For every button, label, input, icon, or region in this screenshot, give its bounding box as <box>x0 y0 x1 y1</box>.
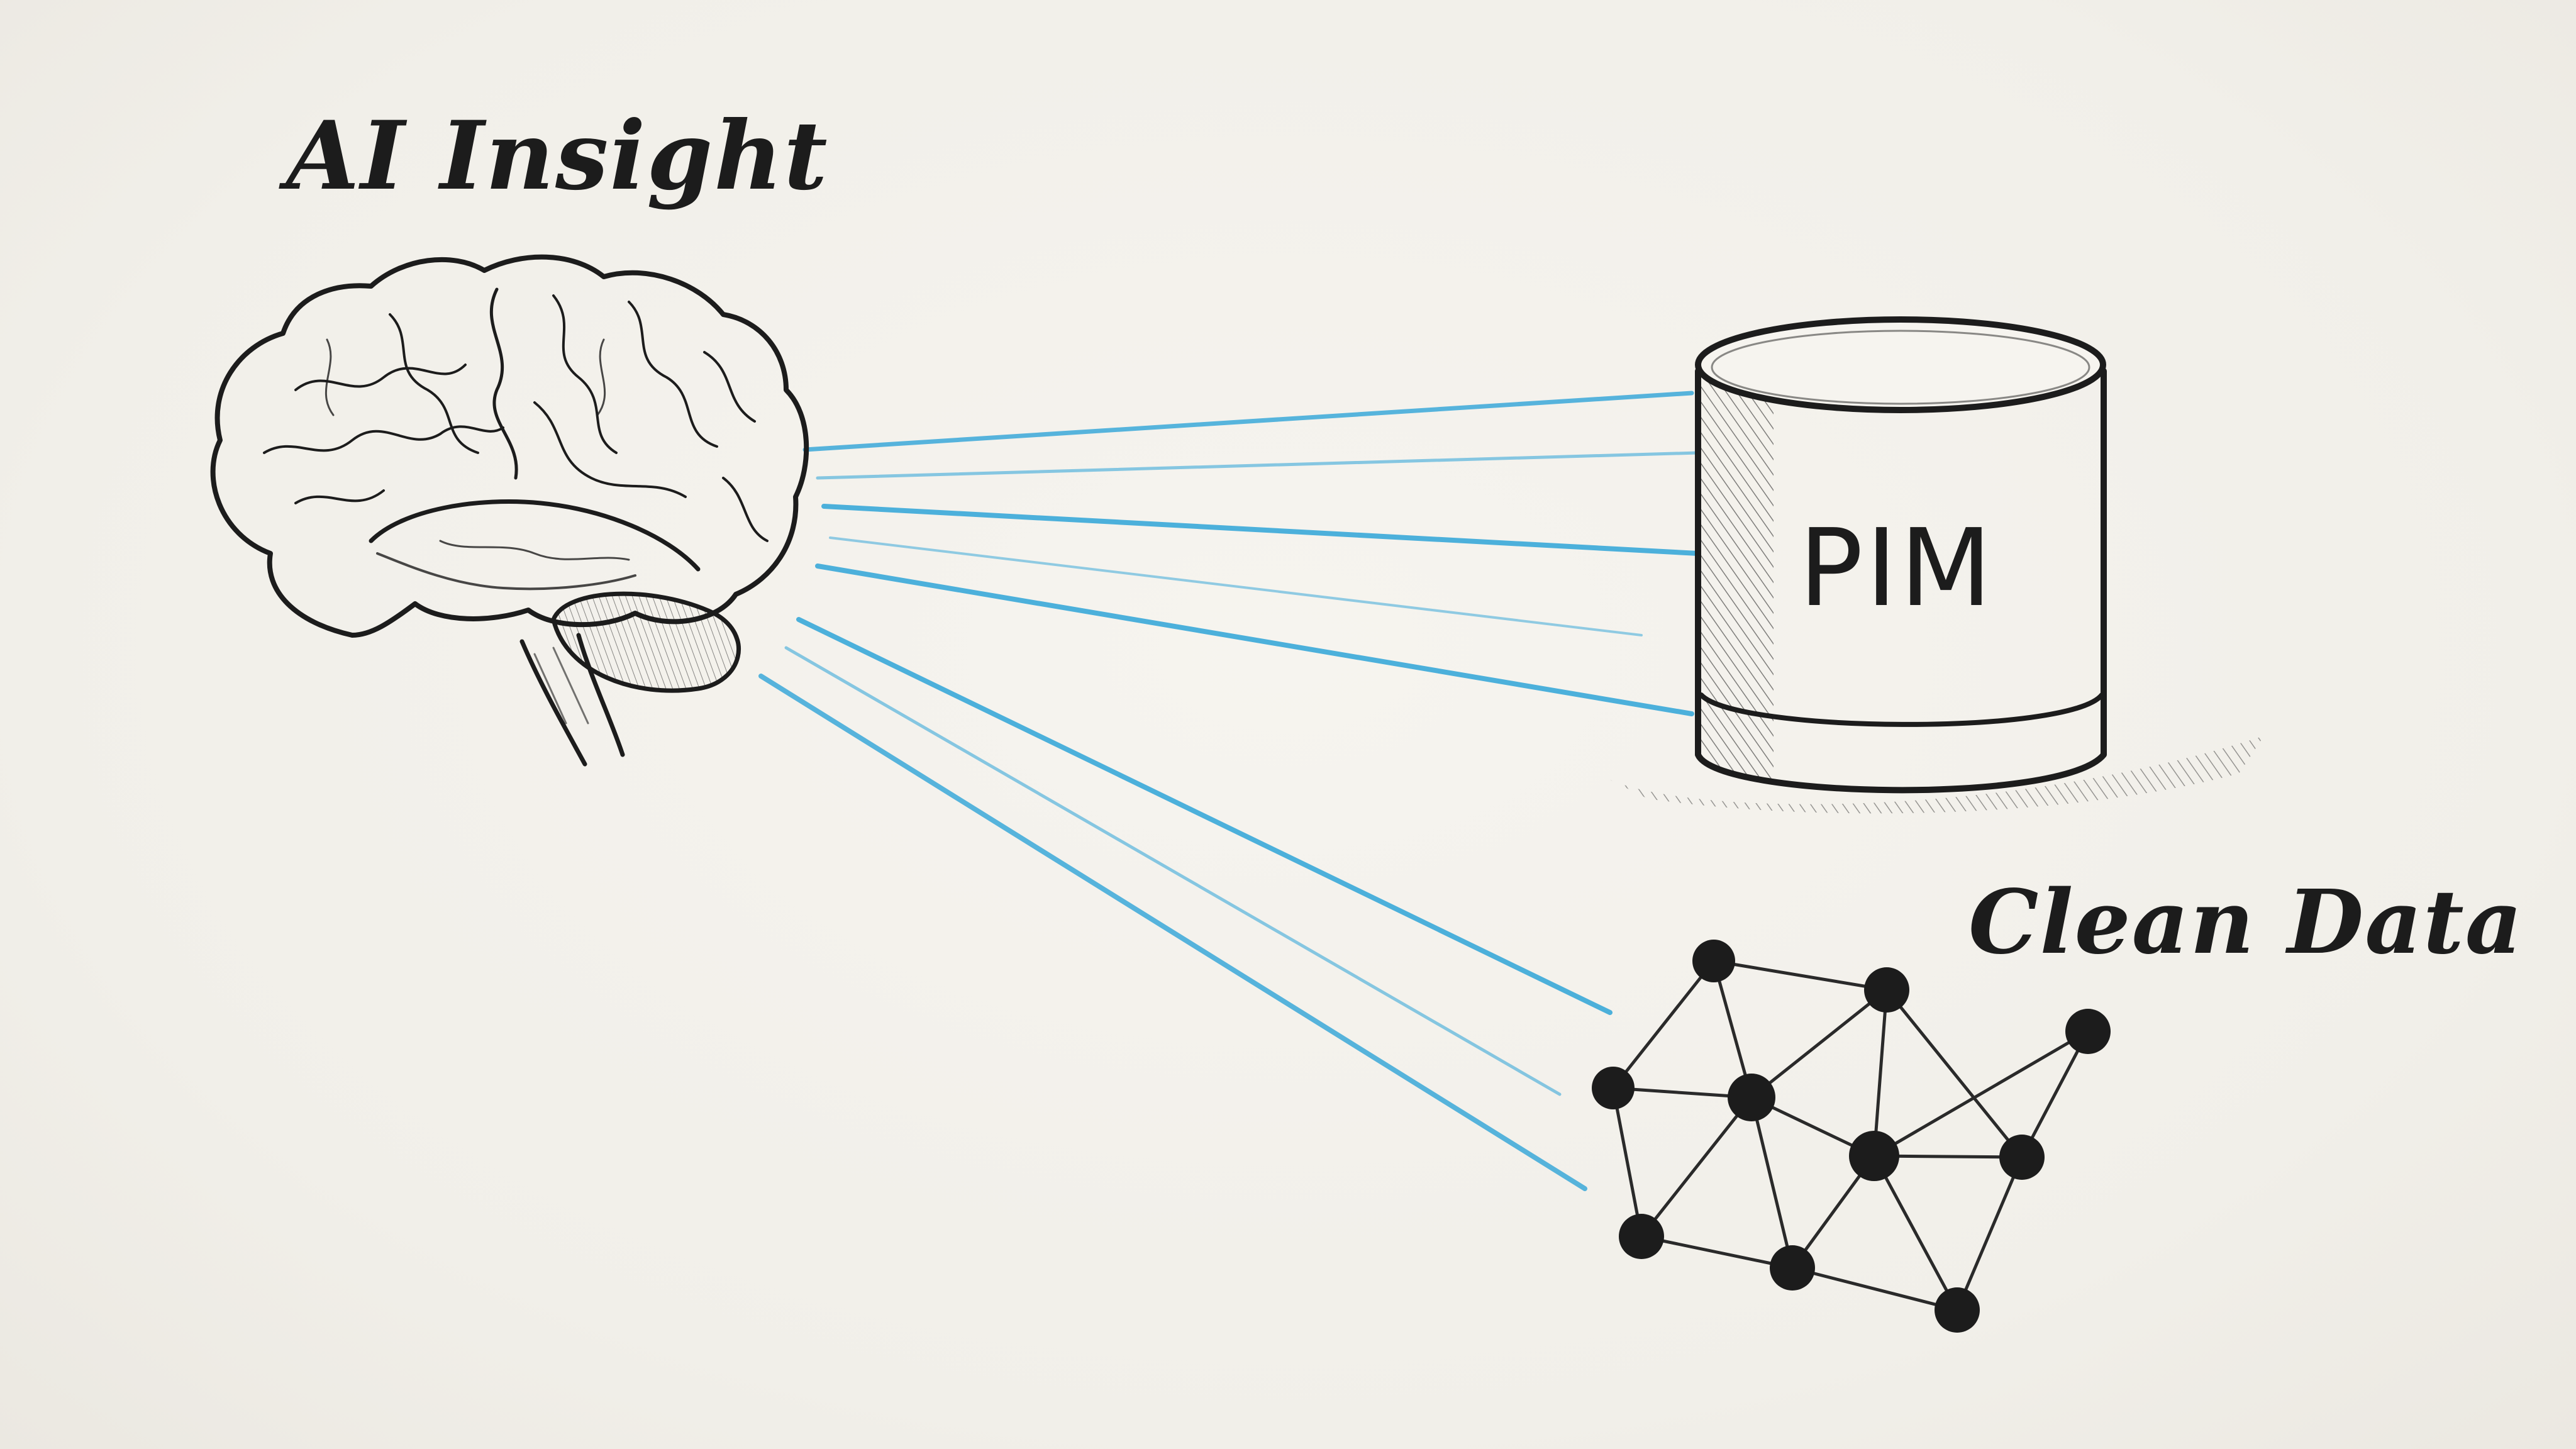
beam-lines <box>758 391 1701 1191</box>
graph-node <box>1692 940 1735 982</box>
graph-node <box>2065 1009 2111 1054</box>
ai-insight-label: AI Insight <box>286 101 829 211</box>
beam-line <box>802 391 1694 452</box>
graph-node <box>1770 1245 1815 1291</box>
beam-line <box>816 451 1700 480</box>
graph-node <box>1592 1067 1635 1109</box>
graph-node <box>1864 967 1909 1013</box>
beam-line <box>784 646 1562 1096</box>
beam-line <box>821 504 1701 556</box>
beam-line <box>829 536 1643 636</box>
pim-label: PIM <box>1799 506 1995 631</box>
graph-node <box>1849 1131 1899 1181</box>
clean-data-label: Clean Data <box>1968 871 2524 974</box>
graph-node <box>1728 1074 1775 1121</box>
database-cylinder-icon <box>1610 316 2264 814</box>
graph-node <box>1619 1214 1664 1259</box>
beam-line <box>796 617 1613 1015</box>
graph-node <box>1935 1287 1980 1333</box>
brain-icon <box>210 254 809 767</box>
network-graph-icon <box>1592 940 2111 1333</box>
graph-node <box>1999 1135 2045 1180</box>
beam-line <box>815 564 1694 716</box>
beam-line <box>758 674 1587 1191</box>
